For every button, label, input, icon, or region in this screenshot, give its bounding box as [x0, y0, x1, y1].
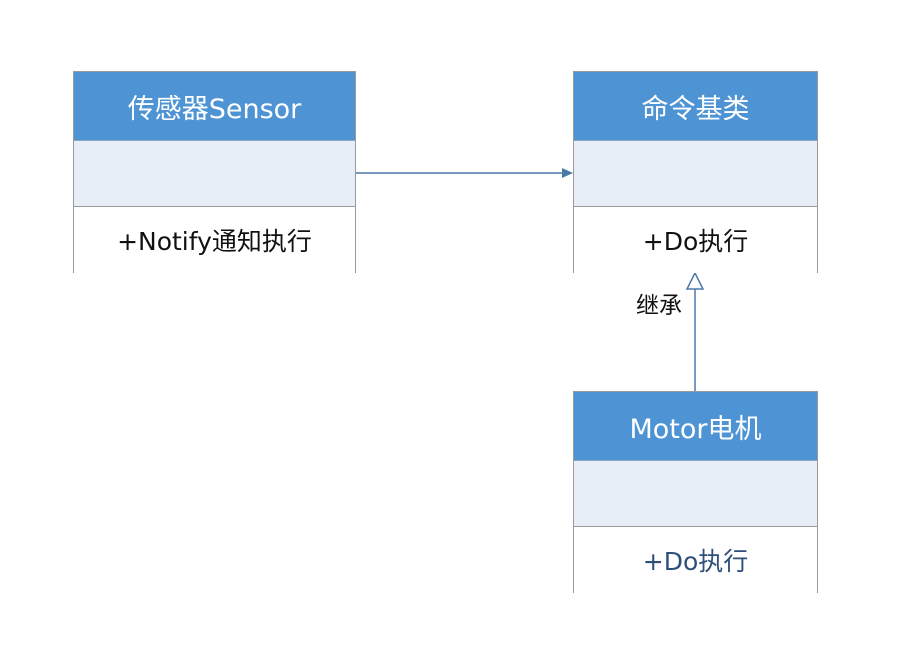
association-arrow: [356, 168, 573, 178]
inheritance-arrow: [685, 271, 705, 391]
motor-attributes-section: [574, 461, 817, 527]
sensor-operation: +Notify通知执行: [74, 207, 355, 273]
motor-class-name: Motor电机: [574, 392, 817, 461]
sensor-attributes-section: [74, 141, 355, 207]
command-base-class-box[interactable]: 命令基类 +Do执行: [573, 71, 818, 273]
motor-operation: +Do执行: [574, 527, 817, 593]
motor-class-box[interactable]: Motor电机 +Do执行: [573, 391, 818, 593]
inheritance-label: 继承: [636, 293, 682, 319]
sensor-class-name: 传感器Sensor: [74, 72, 355, 141]
sensor-class-box[interactable]: 传感器Sensor +Notify通知执行: [73, 71, 356, 273]
command-attributes-section: [574, 141, 817, 207]
command-operation: +Do执行: [574, 207, 817, 273]
command-class-name: 命令基类: [574, 72, 817, 141]
